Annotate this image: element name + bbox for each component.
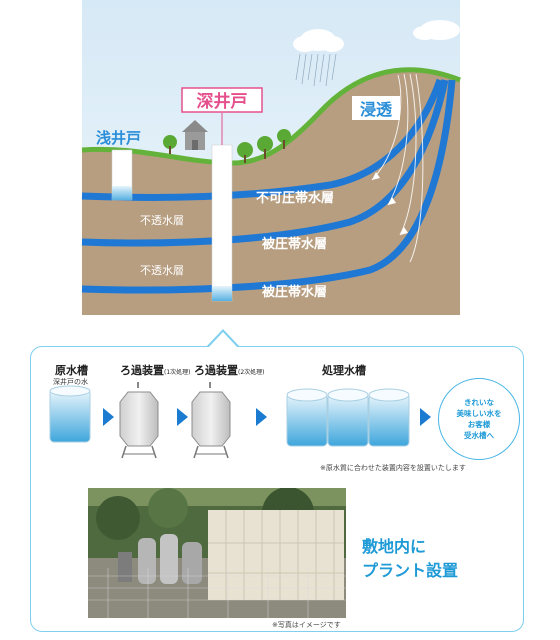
deep-well: [211, 144, 233, 302]
deep-well-label-box: [181, 87, 263, 113]
tree-icon: [163, 129, 291, 163]
rain-cloud-icon: [293, 29, 344, 87]
filter-2-title-text: ろ過装置: [194, 364, 238, 377]
plant-installation-text: 敷地内に プラント設置: [362, 537, 459, 580]
house-icon: [182, 120, 208, 150]
filter-1-stage: (1次処理): [164, 369, 191, 376]
treated-water-tank-icon: [286, 388, 410, 447]
confined-aquifer-label-2: 被圧帯水層: [261, 284, 327, 300]
step-raw-water-tank-subtitle: 深井戸の水: [53, 378, 88, 386]
filter-2-stage: (2次処理): [238, 369, 265, 376]
flow-arrow-icon: [103, 408, 114, 426]
confined-aquifer-band-2: [81, 79, 456, 294]
unconfined-aquifer-label: 不可圧帯水層: [256, 190, 334, 206]
callout-notch-fill: [208, 332, 238, 348]
process-flow-graphics: [49, 382, 410, 459]
flow-arrows: [372, 172, 408, 235]
grass-line: [81, 67, 461, 166]
filter-unit-2-icon: [191, 382, 231, 459]
infiltration-label: 浸透: [360, 100, 393, 119]
filter-1-title-text: ろ過装置: [120, 364, 164, 377]
groundwater-diagram: 深井戸 浅井戸 浸透 不可圧帯水層 被圧帯水層 被圧帯水層 不透水層 不透水層: [81, 0, 461, 315]
filter-unit-1-icon: [119, 382, 159, 459]
infiltration-label-box: [352, 96, 400, 120]
step-treated-water-tank-title: 処理水槽: [322, 364, 366, 377]
flow-arrow-icon: [177, 408, 188, 426]
shallow-well-label: 浅井戸: [96, 129, 141, 147]
shallow-well-water: [112, 186, 132, 200]
deep-well-water: [212, 286, 232, 301]
clean-water-bubble: きれいな 美味しい水を お客様 受水槽へ: [438, 378, 520, 460]
impermeable-layer-label-1: 不透水層: [140, 214, 184, 227]
raw-water-tank-icon: [49, 385, 91, 443]
flow-arrow-icon: [420, 408, 431, 426]
confined-aquifer-band-1: [81, 79, 449, 247]
cloud-icon: [413, 20, 460, 40]
impermeable-layer-label-2: 不透水層: [140, 264, 184, 277]
step-filter-1-title: ろ過装置(1次処理): [120, 362, 191, 378]
step-raw-water-tank-title: 原水槽: [55, 364, 88, 377]
plant-photo: [88, 488, 346, 618]
infiltration-flow-lines: [371, 73, 424, 263]
flow-arrow-icon: [256, 408, 267, 426]
unconfined-aquifer-band: [81, 78, 444, 202]
deep-well-label: 深井戸: [197, 91, 248, 112]
equipment-note: ※原水質に合わせた装置内容を設置いたします: [320, 464, 466, 472]
step-filter-2-title: ろ過装置(2次処理): [194, 362, 265, 378]
confined-aquifer-label-1: 被圧帯水層: [261, 236, 327, 252]
photo-caption: ※写真はイメージです: [272, 621, 341, 629]
